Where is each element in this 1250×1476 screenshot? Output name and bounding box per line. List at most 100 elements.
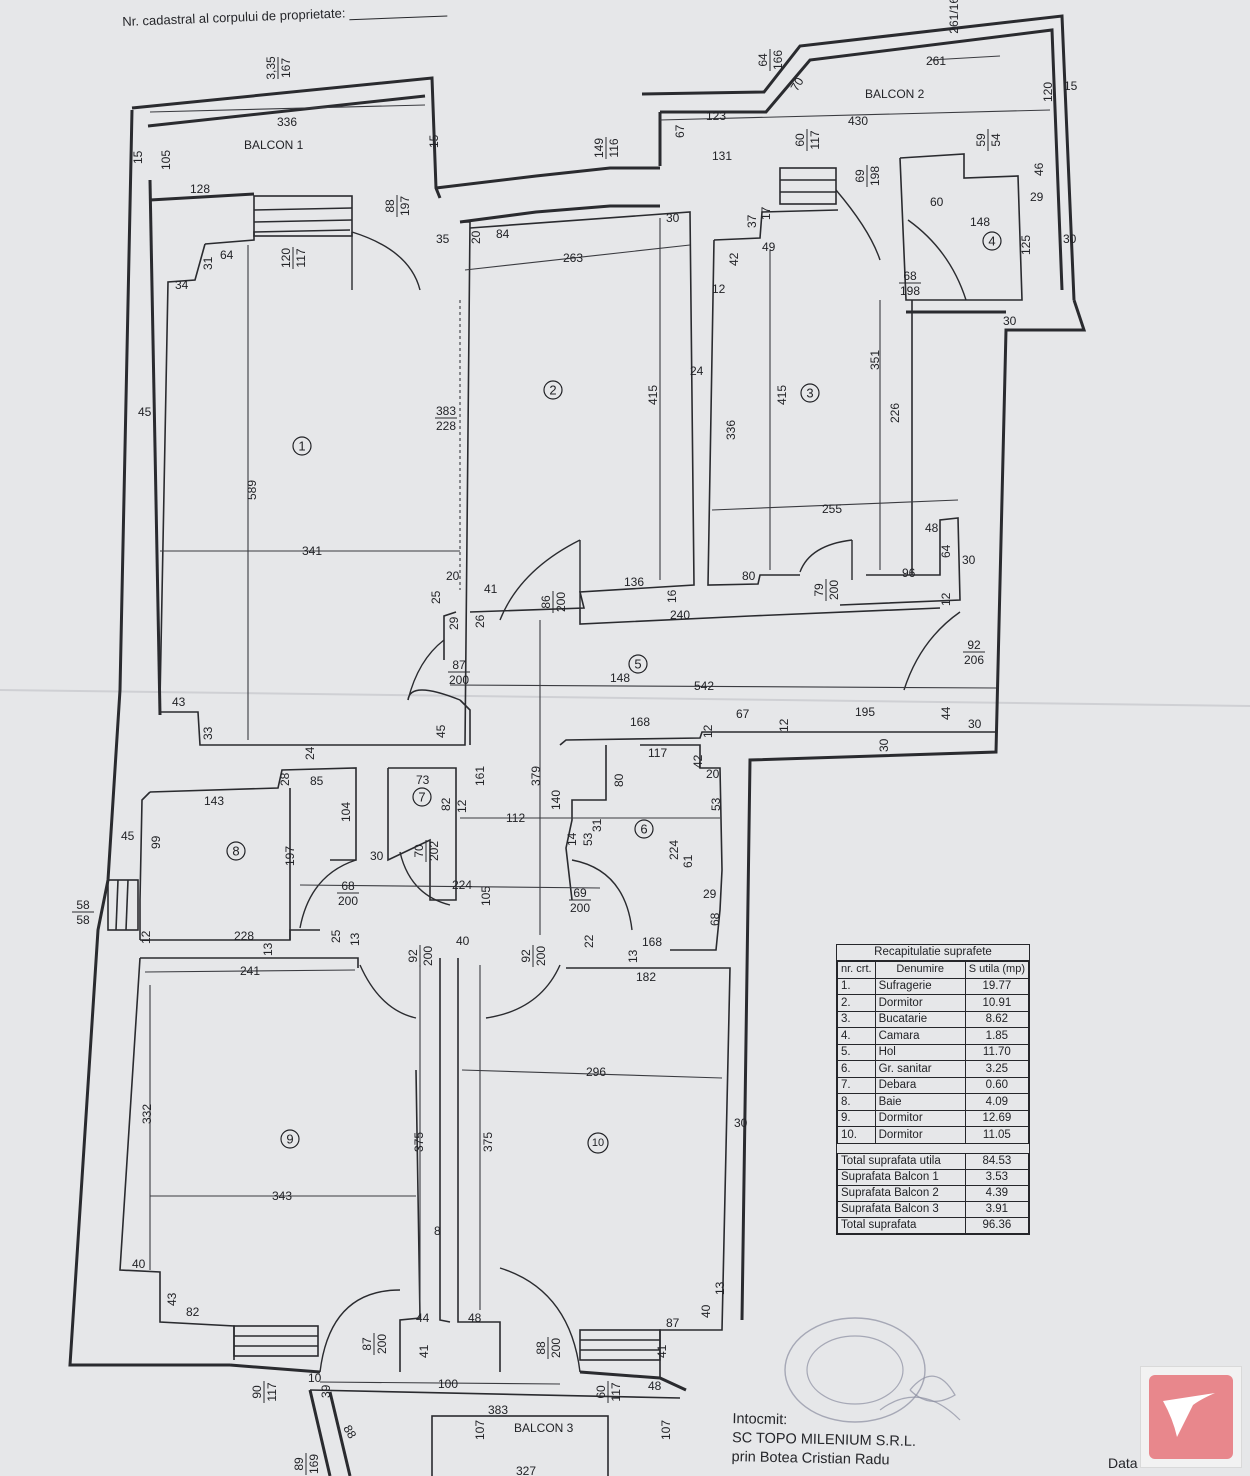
dim-label: 30 — [877, 738, 891, 752]
dim-label: 24 — [303, 746, 317, 760]
row-number: 2. — [837, 994, 876, 1012]
dim-label: 41 — [484, 582, 498, 596]
fraction-top: 68 — [903, 269, 917, 283]
dim-label: 20 — [446, 569, 460, 583]
dim-label: 296 — [586, 1065, 606, 1079]
dim-label: 136 — [624, 575, 644, 589]
fraction-top: 69 — [573, 886, 587, 900]
room-name: Dormitor — [874, 994, 966, 1012]
dim-label: 31 — [590, 818, 604, 832]
dim-label: 82 — [186, 1305, 200, 1319]
dim-label: 53 — [581, 832, 595, 846]
balcon-3-label: BALCON 3 — [514, 1421, 574, 1435]
total-area: 96.36 — [964, 1216, 1030, 1234]
total-area: 3.91 — [964, 1200, 1030, 1218]
fraction-bottom: 117 — [808, 130, 822, 149]
dim-label: 15 — [131, 150, 145, 164]
bird-icon — [1163, 1393, 1215, 1437]
dim-label: 33 — [201, 726, 215, 740]
dim-label: 25 — [329, 929, 343, 943]
dim-label: 30 — [962, 553, 976, 567]
fraction-bottom: 200 — [338, 894, 358, 908]
room-3-marker — [800, 383, 820, 403]
dim-label: 148 — [610, 671, 630, 685]
row-number: 10. — [837, 1126, 876, 1144]
col-nr-header: nr. crt. — [837, 961, 876, 979]
fraction-top: 92 — [406, 949, 420, 963]
dim-label: 12 — [139, 930, 153, 944]
watermark-logo — [1140, 1366, 1242, 1468]
dim-label: 12 — [455, 799, 469, 813]
dim-label: 128 — [190, 182, 210, 196]
room-5-marker — [628, 654, 648, 674]
dim-label: 224 — [452, 878, 472, 892]
balcon-2-label: BALCON 2 — [865, 87, 925, 101]
dim-label: 105 — [479, 886, 493, 906]
room-name: Sufragerie — [874, 977, 966, 995]
dim-label: 22 — [582, 934, 596, 948]
dim-label: 80 — [742, 569, 756, 583]
fraction-top: 60 — [594, 1385, 608, 1399]
dim-label: 430 — [848, 114, 868, 128]
room-area: 0.60 — [964, 1076, 1030, 1094]
dim-label: 41 — [655, 1344, 669, 1358]
total-area: 3.53 — [964, 1168, 1030, 1186]
col-area-header: S utila (mp) — [964, 961, 1030, 979]
room-10-marker — [587, 1132, 609, 1154]
row-number: 6. — [837, 1060, 876, 1078]
dim-label: 82 — [439, 797, 453, 811]
dim-label: 13 — [626, 949, 640, 963]
fraction-top: 87 — [452, 658, 466, 672]
fraction-bottom: 200 — [534, 946, 548, 966]
dim-label: 46 — [1032, 162, 1046, 176]
dim-label: 117 — [648, 746, 667, 760]
fraction-top: 79 — [812, 583, 826, 597]
room-1-marker — [292, 436, 312, 456]
dim-label: 64 — [939, 544, 953, 558]
dim-label: 30 — [666, 211, 680, 225]
dim-label: 96 — [902, 566, 916, 580]
fraction-bottom: 202 — [427, 841, 441, 861]
fraction-bottom: 206 — [964, 653, 984, 667]
dim-label: 415 — [646, 385, 660, 405]
dim-label: 148 — [970, 215, 990, 229]
dim-label: 30 — [734, 1116, 748, 1130]
dim-label: 25 — [429, 590, 443, 604]
window-frames — [107, 167, 837, 1361]
room-9-number: 9 — [286, 1132, 293, 1147]
room-name: Gr. sanitar — [874, 1060, 966, 1078]
door-swings — [299, 189, 967, 1373]
fraction-top: 69 — [853, 169, 867, 183]
paper-fold — [0, 689, 1250, 707]
dim-label: 107 — [659, 1420, 673, 1440]
dim-label: 40 — [456, 934, 470, 948]
dim-label: 88 — [340, 1423, 359, 1442]
room-7-marker — [412, 787, 432, 807]
fraction-top: 90 — [250, 1385, 264, 1399]
company-stamp — [784, 1317, 961, 1423]
dim-label: 67 — [736, 707, 750, 721]
room-name: Baie — [874, 1093, 966, 1111]
dim-label: 12 — [777, 718, 791, 732]
dim-label: 45 — [434, 724, 448, 738]
dim-label: 73 — [416, 773, 430, 787]
dim-label: 131 — [712, 149, 732, 163]
room-area: 4.09 — [964, 1093, 1030, 1111]
fraction-top: 59 — [974, 133, 988, 147]
room-8-number: 8 — [232, 844, 239, 859]
